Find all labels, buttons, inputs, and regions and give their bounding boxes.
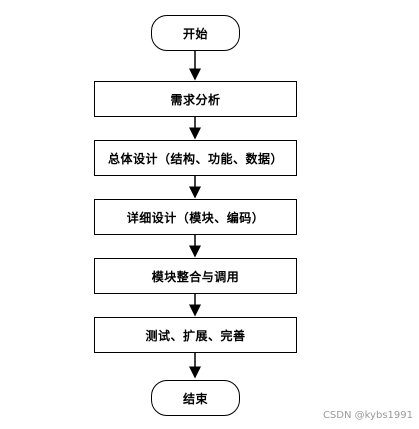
step-module-integration: 模块整合与调用 — [94, 258, 297, 294]
end-node: 结束 — [151, 380, 240, 416]
watermark: CSDN @kybs1991 — [322, 410, 413, 421]
step-requirements-analysis: 需求分析 — [94, 81, 297, 117]
step-testing: 测试、扩展、完善 — [94, 317, 297, 353]
start-node: 开始 — [151, 15, 240, 51]
step-overall-design: 总体设计（结构、功能、数据） — [94, 140, 297, 176]
step-detailed-design: 详细设计（模块、编码） — [94, 199, 297, 235]
